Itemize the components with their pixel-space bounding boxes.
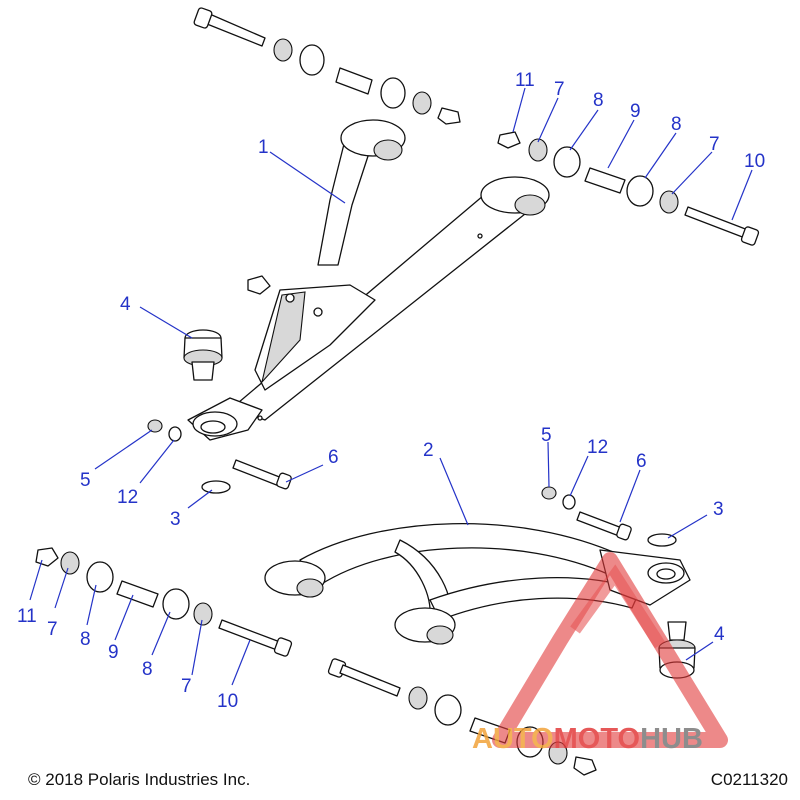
lower-left-fastener-stack: [35, 547, 293, 657]
callout-7-upper-left: 7: [554, 79, 565, 100]
callout-1: 1: [258, 137, 269, 158]
upper-front-fastener-stack: [497, 131, 760, 246]
callout-4-upper: 4: [120, 294, 131, 315]
upper-clip-3: [201, 480, 231, 494]
callout-5-lower: 5: [541, 425, 552, 446]
callout-10-lower: 10: [217, 691, 238, 712]
callout-9-upper: 9: [630, 101, 641, 122]
callout-8-lower-right: 8: [142, 659, 153, 680]
callout-10-upper: 10: [744, 151, 765, 172]
upper-bolt-6: [232, 459, 283, 487]
callout-12-lower: 12: [587, 437, 608, 458]
callout-9-lower: 9: [108, 642, 119, 663]
upper-arm-nut: [247, 275, 271, 295]
callout-6-lower: 6: [636, 451, 647, 472]
copyright-text: © 2018 Polaris Industries Inc.: [28, 770, 251, 789]
watermark-auto: AUTO: [472, 723, 554, 755]
lower-washer-12: [562, 494, 576, 510]
callout-3-lower: 3: [713, 499, 724, 520]
callout-5-upper: 5: [80, 470, 91, 491]
upper-rear-fastener-stack: [193, 7, 461, 125]
upper-nut-5: [147, 419, 163, 433]
upper-a-arm: [187, 119, 550, 441]
leader-lines: [29, 87, 753, 686]
svg-text:AUTOMOTOHUB: AUTOMOTOHUB: [472, 723, 703, 755]
upper-ball-joint: [183, 329, 223, 381]
callout-8-upper-left: 8: [593, 90, 604, 111]
lower-nut-5: [541, 486, 557, 500]
callout-7-lower-right: 7: [181, 676, 192, 697]
callout-8-lower-left: 8: [80, 629, 91, 650]
callout-6-upper: 6: [328, 447, 339, 468]
callout-7-lower-left: 7: [47, 619, 58, 640]
callout-3-upper: 3: [170, 509, 181, 530]
callout-11-lower: 11: [17, 606, 37, 627]
lower-bolt-6: [576, 511, 623, 537]
callout-4-lower: 4: [714, 624, 725, 645]
callout-11-upper: 11: [515, 70, 535, 91]
lower-bottom-fastener-stack: [327, 658, 597, 776]
diagram-code: C0211320: [710, 770, 788, 789]
watermark-hub: HUB: [640, 723, 703, 755]
callout-12-upper: 12: [117, 487, 138, 508]
callout-labels: 1 2 3 3 4 4 5 5 6 6 7 7 7 7 8 8 8 8 9 9 …: [17, 70, 765, 712]
upper-washer-12: [168, 426, 182, 442]
watermark-moto: MOTO: [554, 723, 640, 755]
callout-7-upper-right: 7: [709, 134, 720, 155]
callout-2: 2: [423, 440, 434, 461]
automotohub-watermark: AUTOMOTOHUB: [472, 552, 728, 755]
callout-8-upper-right: 8: [671, 114, 682, 135]
